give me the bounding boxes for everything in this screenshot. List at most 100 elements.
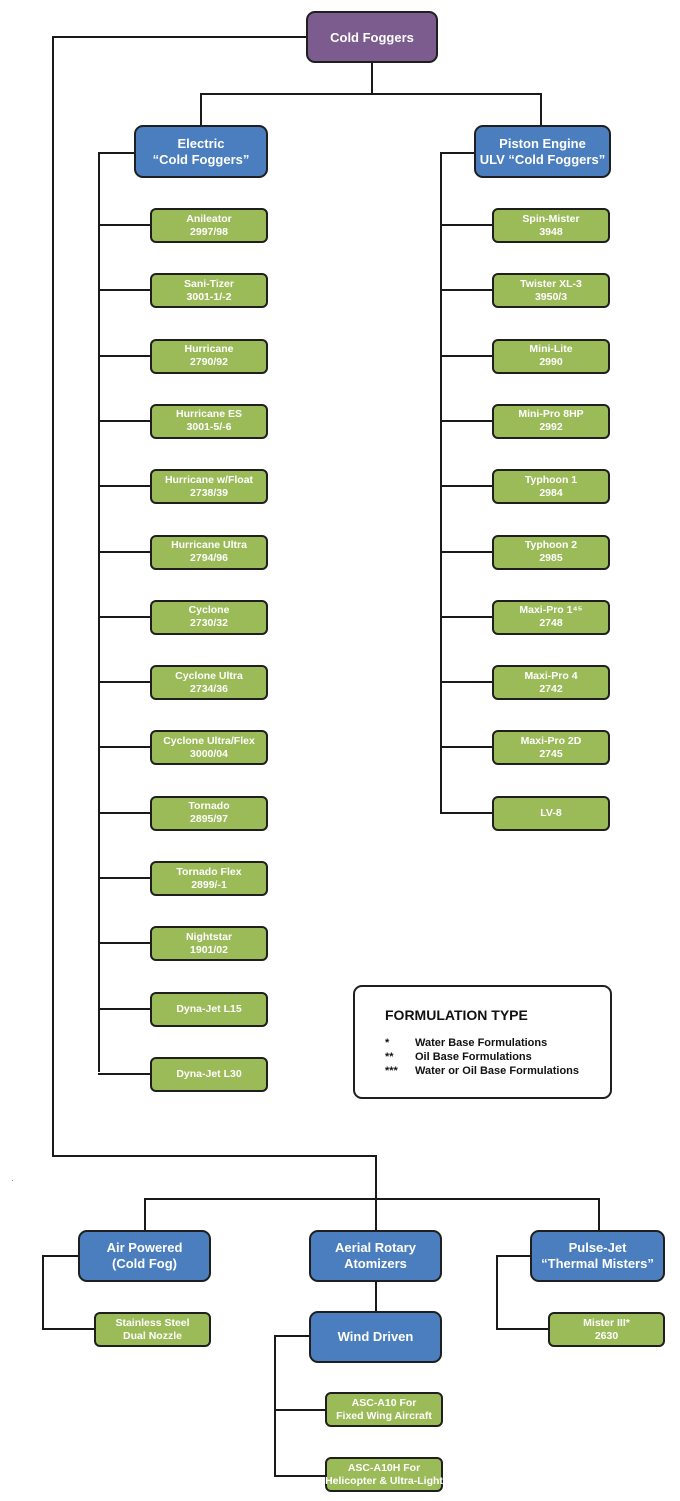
- connector: [98, 681, 152, 684]
- product-model: 3950/3: [534, 290, 568, 303]
- product-name: Mini-Lite: [529, 343, 573, 356]
- category-air-powered: Air Powered (Cold Fog): [78, 1230, 211, 1282]
- connector: [274, 1335, 276, 1477]
- product-dyna-jet-l15: Dyna-Jet L15: [150, 991, 268, 1027]
- product-model: 2992: [539, 421, 563, 434]
- root-label: Cold Foggers: [330, 29, 414, 45]
- connector: [274, 1335, 310, 1337]
- formulation-legend: FORMULATION TYPE *Water Base Formulation…: [353, 985, 612, 1099]
- product-model: 2997/98: [190, 225, 228, 238]
- product-name: LV-8: [540, 806, 562, 819]
- connector: [440, 354, 494, 357]
- connector: [274, 1475, 327, 1477]
- product-model: 2895/97: [190, 813, 228, 826]
- product-name: Twister XL-3: [520, 277, 582, 290]
- product-name: Typhoon 2: [524, 539, 578, 551]
- connector: [496, 1255, 498, 1330]
- product-name: Tornado: [188, 800, 230, 813]
- product-model: 2790/92: [190, 356, 228, 369]
- product-name: Maxi-Pro 1⁴⁵: [519, 604, 583, 617]
- connector: [42, 1255, 44, 1330]
- product-name: Hurricane ES: [176, 408, 242, 421]
- product-model: 3948: [539, 225, 563, 238]
- category-label: “Cold Foggers”: [152, 151, 250, 167]
- product-mister-iii: Mister III* 2630: [548, 1312, 665, 1347]
- product-model: 2738/39: [190, 486, 228, 499]
- legend-symbol: ***: [385, 1065, 398, 1077]
- connector: [440, 152, 442, 814]
- product-name: Maxi-Pro 2D: [520, 734, 582, 747]
- product-name: Anileator: [186, 212, 232, 225]
- product-name: Hurricane Ultra: [171, 539, 247, 551]
- category-wind-driven: Wind Driven: [309, 1311, 442, 1363]
- product-model: 2984: [539, 486, 563, 499]
- product-model: 1901/02: [190, 943, 228, 956]
- product-model: Helicopter & Ultra-Light: [325, 1474, 443, 1487]
- product-model: Fixed Wing Aircraft: [336, 1409, 432, 1422]
- product-asc-a10h: ASC-A10H For Helicopter & Ultra-Light: [325, 1457, 443, 1492]
- connector: [375, 1155, 377, 1232]
- category-label: Atomizers: [344, 1256, 407, 1271]
- product-model: 3000/04: [190, 747, 228, 760]
- product-model: 2985: [539, 552, 563, 564]
- connector: [440, 550, 494, 553]
- connector: [98, 1007, 152, 1010]
- product-name: Maxi-Pro 4: [524, 669, 578, 682]
- category-label: ULV “Cold Foggers”: [479, 151, 606, 167]
- product-name: Nightstar: [185, 930, 233, 943]
- connector: [440, 485, 494, 488]
- product-model: Dual Nozzle: [123, 1329, 182, 1342]
- connector: [42, 1328, 96, 1330]
- connector: [598, 1198, 600, 1232]
- connector: [440, 224, 494, 226]
- connector: [144, 1198, 600, 1200]
- product-name: Typhoon 1: [524, 473, 578, 486]
- connector: [440, 419, 494, 422]
- connector: [440, 811, 494, 814]
- product-asc-a10: ASC-A10 For Fixed Wing Aircraft: [325, 1392, 443, 1427]
- product-name: Sani-Tizer: [184, 277, 234, 290]
- connector: [98, 289, 152, 292]
- product-model: 2630: [594, 1329, 619, 1342]
- connector: [98, 550, 152, 553]
- connector: [540, 93, 542, 127]
- category-electric: Electric “Cold Foggers”: [134, 125, 268, 178]
- connector: [144, 1198, 146, 1232]
- connector: [98, 224, 152, 226]
- product-dyna-jet-l30: Dyna-Jet L30: [150, 1056, 268, 1092]
- product-model: 2742: [539, 682, 563, 695]
- category-label: (Cold Fog): [112, 1256, 177, 1271]
- connector: [440, 615, 494, 618]
- connector: [98, 615, 152, 618]
- category-label: “Thermal Misters”: [541, 1256, 654, 1271]
- product-name: Cyclone Ultra: [175, 669, 243, 682]
- connector: [440, 681, 494, 684]
- category-label: Piston Engine: [499, 135, 586, 151]
- connector: [98, 811, 152, 814]
- product-model: 2748: [539, 617, 563, 630]
- category-label: Air Powered: [106, 1240, 183, 1255]
- product-name: ASC-A10H For: [347, 1461, 421, 1474]
- legend-symbol: **: [385, 1051, 394, 1063]
- product-name: Hurricane: [184, 343, 234, 356]
- legend-text: Water Base Formulations: [415, 1037, 548, 1049]
- product-lv-8: LV-8: [492, 795, 610, 831]
- product-name: Hurricane w/Float: [164, 473, 254, 486]
